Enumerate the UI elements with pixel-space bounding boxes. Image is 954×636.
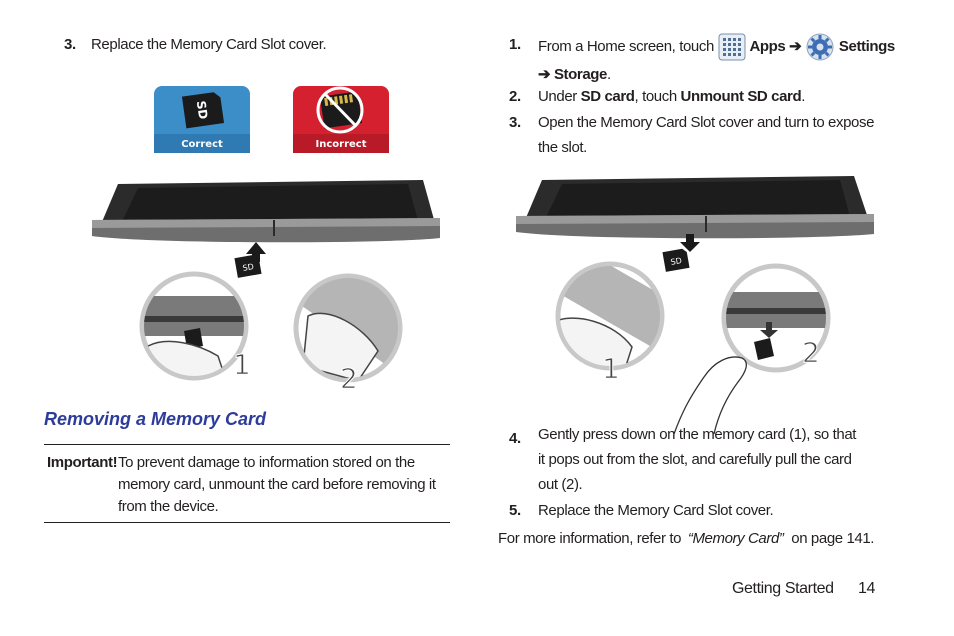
step-line: it pops out from the slot, and carefully… bbox=[538, 451, 852, 468]
sd-card-orientation-illustration: SD Correct Incorrect bbox=[154, 86, 389, 153]
step-number: 4. bbox=[509, 430, 521, 447]
step-line: out (2). bbox=[538, 476, 583, 493]
tablet-image bbox=[516, 176, 874, 239]
step-text: Replace the Memory Card Slot cover. bbox=[538, 502, 774, 519]
incorrect-panel: Incorrect bbox=[293, 86, 389, 153]
apps-label: Apps bbox=[749, 37, 786, 55]
step-number: 5. bbox=[509, 502, 521, 519]
step-line: Gently press down on the memory card (1)… bbox=[538, 426, 857, 443]
arrow-up-icon bbox=[246, 242, 266, 262]
step-text: Under SD card, touch Unmount SD card. bbox=[538, 84, 805, 109]
callout-number: 2 bbox=[802, 336, 820, 369]
step-text: Open the Memory Card Slot cover and turn… bbox=[538, 110, 874, 160]
more-info-prefix: For more information, refer to bbox=[498, 530, 682, 547]
insert-card-illustration: SD 1 2 bbox=[92, 180, 440, 396]
step-number: 3. bbox=[64, 36, 76, 53]
important-text: To prevent damage to information stored … bbox=[118, 452, 436, 518]
sd-card-icon: SD bbox=[662, 248, 690, 272]
callout-number: 2 bbox=[340, 362, 358, 395]
settings-label: Settings bbox=[838, 37, 895, 55]
correct-panel: SD Correct bbox=[154, 86, 250, 153]
step-line: the slot. bbox=[538, 139, 587, 156]
important-line: from the device. bbox=[118, 498, 219, 515]
arrow-icon: ➔ bbox=[789, 37, 802, 55]
important-line: To prevent damage to information stored … bbox=[118, 454, 415, 471]
more-info: For more information, refer to “Memory C… bbox=[498, 526, 874, 551]
punctuation: . bbox=[607, 66, 611, 83]
hand-outline bbox=[673, 356, 748, 434]
callout-number: 1 bbox=[233, 348, 251, 381]
step-text: From a Home screen, touch Apps ➔ Setting… bbox=[538, 32, 918, 87]
zoom-circle-2: 2 bbox=[293, 273, 403, 396]
apps-icon bbox=[718, 33, 746, 61]
svg-text:SD: SD bbox=[242, 262, 255, 273]
zoom-circle-1: 1 bbox=[139, 271, 251, 382]
sd-card-label: SD card bbox=[580, 88, 635, 105]
important-line: memory card, unmount the card before rem… bbox=[118, 476, 436, 493]
correct-label: Correct bbox=[181, 139, 223, 150]
footer-section: Getting Started bbox=[732, 580, 834, 597]
svg-text:SD: SD bbox=[670, 256, 683, 267]
svg-text:SD: SD bbox=[194, 100, 210, 120]
page-number: 14 bbox=[858, 580, 875, 597]
step-line: Open the Memory Card Slot cover and turn… bbox=[538, 114, 875, 131]
punctuation: . bbox=[801, 88, 806, 105]
cross-reference-link[interactable]: “Memory Card” bbox=[687, 530, 784, 547]
storage-label: Storage bbox=[553, 66, 608, 83]
divider-top bbox=[44, 444, 450, 445]
step-text: Replace the Memory Card Slot cover. bbox=[91, 36, 327, 53]
step-number: 3. bbox=[509, 114, 521, 131]
divider-bottom bbox=[44, 522, 450, 523]
arrow-down-icon bbox=[760, 322, 778, 338]
settings-gear-icon bbox=[806, 33, 834, 61]
more-info-suffix: on page 141. bbox=[791, 530, 875, 547]
arrow-icon: ➔ bbox=[538, 66, 551, 83]
step-text-prefix: From a Home screen, touch bbox=[538, 37, 714, 55]
step-number: 2. bbox=[509, 88, 521, 105]
step-text-mid: , touch bbox=[634, 88, 678, 105]
step-text-prefix: Under bbox=[538, 88, 577, 105]
zoom-circle-1: 1 bbox=[555, 261, 665, 386]
incorrect-label: Incorrect bbox=[316, 139, 367, 150]
arrow-down-icon bbox=[680, 234, 700, 252]
step-number: 1. bbox=[509, 36, 521, 53]
callout-number: 1 bbox=[602, 352, 620, 385]
section-heading: Removing a Memory Card bbox=[44, 409, 267, 429]
important-label: Important! bbox=[47, 454, 118, 471]
zoom-circle-2: 2 bbox=[721, 263, 831, 373]
unmount-label: Unmount SD card bbox=[680, 88, 802, 105]
sd-card-icon: SD bbox=[234, 254, 262, 278]
tablet-image bbox=[92, 180, 440, 243]
remove-card-illustration: SD 1 2 bbox=[516, 176, 874, 434]
step-text: Gently press down on the memory card (1)… bbox=[538, 422, 856, 497]
